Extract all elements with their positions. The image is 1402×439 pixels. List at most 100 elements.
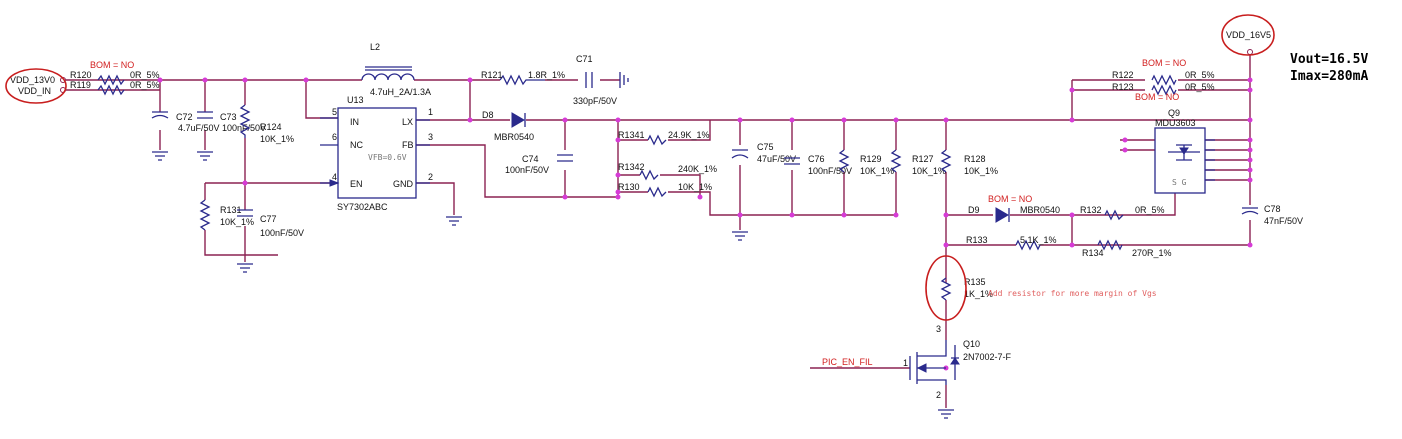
c78-value: 47nF/50V (1264, 216, 1303, 226)
r124-value: 10K_1% (260, 134, 294, 144)
r123-value: 0R_5% (1185, 82, 1215, 92)
spec-imax: Imax=280mA (1290, 69, 1368, 84)
capacitor-c73: C73 100nF/50V (197, 111, 266, 133)
r135-ref: R135 (964, 277, 986, 287)
r127-value: 10K_1% (912, 166, 946, 176)
u13-pin-in: IN (350, 117, 359, 127)
capacitor-c71: C71 330pF/50V (573, 54, 617, 106)
r130-ref: R130 (618, 182, 640, 192)
r128-value: 10K_1% (964, 166, 998, 176)
q10-pin-gate: 1 (903, 358, 908, 368)
r119-value: 0R_5% (130, 80, 160, 90)
mosfet-q9: S G Q9 MDU3603 (1154, 108, 1215, 194)
resistor-r123: R123 0R_5% BOM = NO (1112, 82, 1215, 102)
d8-value: MBR0540 (494, 132, 534, 142)
diode-d9: D9 MBR0540 BOM = NO (968, 194, 1060, 223)
q9-value: MDU3603 (1155, 118, 1196, 128)
u13-pinnum-en: 4 (332, 172, 337, 182)
u13-pin-lx: LX (402, 117, 413, 127)
output-highlight-circle (1221, 14, 1275, 56)
d9-ref: D9 (968, 205, 980, 215)
u13-pin-nc: NC (350, 140, 363, 150)
u13-pinnum-in: 5 (332, 107, 337, 117)
input-highlight-circle (5, 68, 67, 104)
c76-value: 100nF/50V (808, 166, 852, 176)
r120-bom-note: BOM = NO (90, 60, 134, 70)
resistor-r134: R134 270R_1% (1082, 239, 1172, 258)
capacitor-c77: C77 100nF/50V (237, 209, 304, 238)
q10-ref: Q10 (963, 339, 980, 349)
r122-ref: R122 (1112, 70, 1134, 80)
port-vdd-16v5: VDD_16V5 (1226, 30, 1271, 40)
u13-pinnum-fb: 3 (428, 132, 433, 142)
resistor-r132: R132 0R_5% (1080, 205, 1165, 221)
c73-value: 100nF/50V (222, 123, 266, 133)
inductor-l2: L2 4.7uH_2A/1.3A (361, 42, 431, 97)
port-vdd-13v0: VDD_13V0 (10, 75, 55, 85)
resistor-r130: R130 10K_1% (618, 182, 712, 198)
c74-value: 100nF/50V (505, 165, 549, 175)
u13-ref: U13 (347, 95, 364, 105)
c77-value: 100nF/50V (260, 228, 304, 238)
l2-value: 4.7uH_2A/1.3A (370, 87, 431, 97)
capacitor-c72: C72 4.7uF/50V (151, 111, 220, 133)
r1342-value: 240K_1% (678, 164, 717, 174)
r1342-ref: R1342 (618, 162, 645, 172)
spec-vout: Vout=16.5V (1290, 52, 1368, 67)
port-vdd-in: VDD_IN (18, 86, 51, 96)
svg-text:S G: S G (1172, 178, 1187, 187)
resistor-r133: R133 5.1K_1% (966, 235, 1057, 251)
capacitor-c76: C76 100nF/50V (784, 154, 852, 176)
r131-ref: R131 (220, 205, 242, 215)
resistor-r131: R131 10K_1% (199, 199, 254, 231)
l2-ref: L2 (370, 42, 380, 52)
c71-ref: C71 (576, 54, 593, 64)
r132-value: 0R_5% (1135, 205, 1165, 215)
diode-d8: D8 MBR0540 (482, 110, 534, 142)
u13-pin-fb: FB (402, 140, 414, 150)
output-port: VDD_16V5 (1221, 14, 1275, 56)
junction-dots (157, 77, 1253, 371)
r132-ref: R132 (1080, 205, 1102, 215)
q9-ref: Q9 (1168, 108, 1180, 118)
r1341-ref: R1341 (618, 130, 645, 140)
resistor-r119: R119 0R_5% (70, 80, 160, 96)
r121-ref: R121 (481, 70, 503, 80)
r120-value: 0R_5% (130, 70, 160, 80)
r133-value: 5.1K_1% (1020, 235, 1057, 245)
resistor-r1341: R1341 24.9K_1% (618, 130, 710, 146)
d8-ref: D8 (482, 110, 494, 120)
r134-value: 270R_1% (1132, 248, 1172, 258)
r127-ref: R127 (912, 154, 934, 164)
q10-pin-source: 2 (936, 390, 941, 400)
u13-pinnum-gnd: 2 (428, 172, 433, 182)
r119-ref: R119 (70, 80, 91, 90)
input-ports: VDD_13V0 VDD_IN (5, 68, 67, 104)
r124-ref: R124 (260, 122, 282, 132)
u13-pin-en: EN (350, 179, 363, 189)
resistor-r122: R122 0R_5% BOM = NO (1112, 58, 1215, 86)
capacitor-c74: C74 100nF/50V (505, 154, 573, 175)
r123-ref: R123 (1112, 82, 1134, 92)
r120-ref: R120 (70, 70, 92, 80)
wires (66, 55, 1251, 408)
r130-value: 10K_1% (678, 182, 712, 192)
r129-value: 10K_1% (860, 166, 894, 176)
r135-note: Add resistor for more margin of Vgs (988, 289, 1157, 298)
u13-pin-gnd: GND (393, 179, 414, 189)
ground-symbols (152, 72, 954, 419)
r122-value: 0R_5% (1185, 70, 1215, 80)
resistor-r124: R124 10K_1% (239, 104, 294, 144)
u13-pinnum-nc: 6 (332, 132, 337, 142)
c78-ref: C78 (1264, 204, 1281, 214)
r135-highlight-circle (925, 255, 967, 321)
c72-value: 4.7uF/50V (178, 123, 220, 133)
u13-part: SY7302ABC (337, 202, 388, 212)
resistor-r1342: R1342 240K_1% (618, 162, 717, 181)
q10-value: 2N7002-7-F (963, 352, 1012, 362)
r135-value: 1K_1% (964, 289, 993, 299)
resistor-r129: R129 10K_1% (838, 149, 894, 176)
c77-ref: C77 (260, 214, 277, 224)
ic-u13: U13 IN NC EN LX FB GND 5 6 4 1 3 2 VFB=0… (320, 95, 433, 212)
